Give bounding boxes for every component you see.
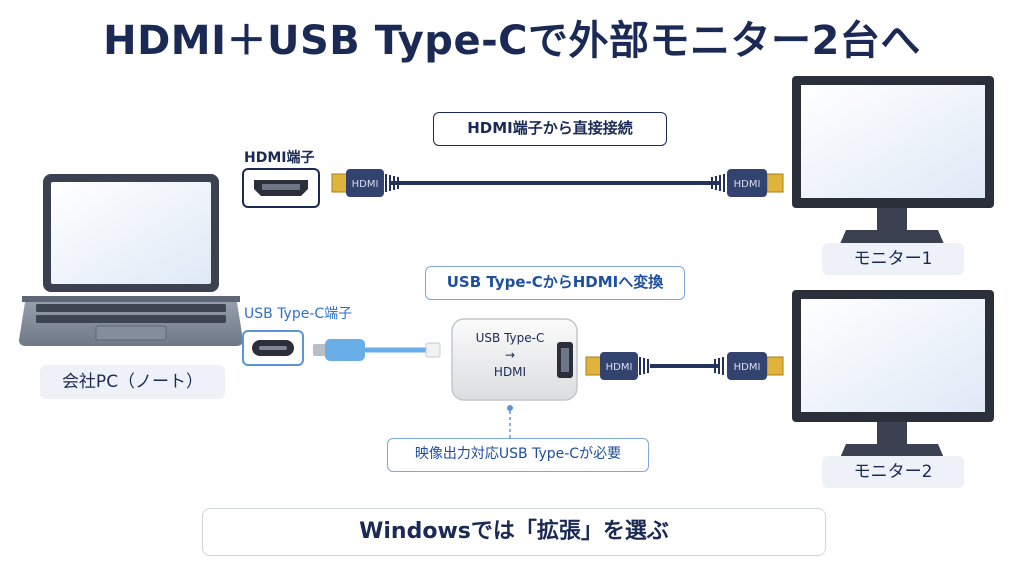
monitor-2-label: モニター2 bbox=[822, 456, 964, 488]
laptop bbox=[19, 174, 243, 346]
hdmi-connector-label: HDMI bbox=[352, 179, 379, 190]
usb-c-port-label: USB Type-C端子 bbox=[244, 306, 353, 322]
hdmi-connector-label: HDMI bbox=[606, 362, 633, 373]
note-connector bbox=[507, 405, 513, 438]
page-title: HDMI＋USB Type-Cで外部モニター2台へ bbox=[103, 18, 921, 64]
requirement-note: 映像出力対応USB Type-Cが必要 bbox=[387, 438, 649, 472]
hdmi-cable-top bbox=[331, 169, 784, 197]
usb-c-convert-label: USB Type-CからHDMIへ変換 bbox=[425, 266, 685, 300]
adapter-line-2: → bbox=[504, 348, 516, 362]
adapter-line-1: USB Type-C bbox=[475, 331, 545, 345]
usb-c-cable bbox=[313, 339, 441, 361]
hdmi-cable-bottom bbox=[585, 352, 784, 380]
hdmi-port bbox=[242, 168, 320, 208]
laptop-label: 会社PC（ノート） bbox=[40, 365, 225, 399]
usb-c-port bbox=[242, 330, 304, 366]
adapter-label: USB Type-C → HDMI bbox=[462, 330, 558, 381]
monitor-2 bbox=[792, 290, 994, 458]
hdmi-port-label: HDMI端子 bbox=[244, 150, 315, 166]
hdmi-connector-label: HDMI bbox=[734, 179, 761, 190]
footer-instruction: Windowsでは「拡張」を選ぶ bbox=[202, 508, 826, 556]
monitor-1 bbox=[792, 76, 994, 244]
adapter-line-3: HDMI bbox=[493, 365, 527, 379]
usb-c-to-hdmi-adapter bbox=[451, 318, 578, 401]
hdmi-direct-label: HDMI端子から直接接続 bbox=[433, 112, 667, 146]
hdmi-connector-label: HDMI bbox=[734, 362, 761, 373]
monitor-1-label: モニター1 bbox=[822, 243, 964, 275]
